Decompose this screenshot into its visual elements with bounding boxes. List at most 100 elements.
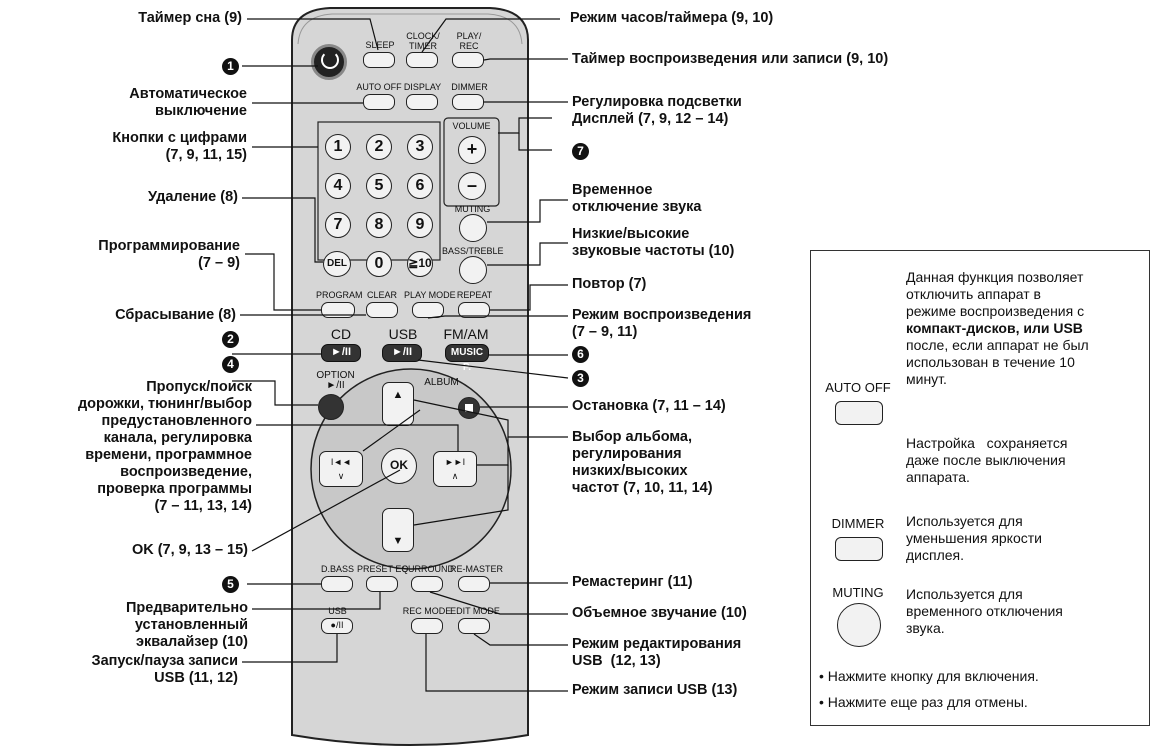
edit-mode-button[interactable] (458, 618, 490, 634)
digit-10plus-button[interactable]: ≧10 (407, 251, 433, 277)
program-label: PROGRAM (316, 290, 363, 300)
prev-skip-button[interactable]: I◄◄ ∨ (319, 451, 363, 487)
digit-1-button[interactable]: 1 (325, 134, 351, 160)
info-bullet-2: • Нажмите еще раз для отмены. (819, 694, 1028, 710)
label-album: Выбор альбома, регулирования низких/высо… (572, 429, 713, 496)
power-button[interactable] (311, 44, 347, 80)
bass-treble-label: BASS/TREBLE (442, 246, 504, 256)
stop-icon (465, 404, 473, 412)
label-auto-off: Автоматическое выключение (129, 86, 247, 119)
label-clock-timer: Режим часов/таймера (9, 10) (570, 10, 774, 26)
volume-down-button[interactable]: – (458, 172, 486, 200)
album-down-button[interactable]: ▼ (382, 508, 414, 552)
usb-label: USB (388, 326, 418, 342)
muting-label: MUTING (454, 204, 491, 214)
label-surround: Объемное звучание (10) (572, 605, 747, 621)
digit-5-button[interactable]: 5 (366, 173, 392, 199)
sleep-label: SLEEP (365, 40, 395, 50)
label-play-mode: Режим воспроизведения (7 – 9, 11) (572, 307, 752, 340)
power-icon (321, 51, 339, 69)
info-auto-off-button (835, 401, 883, 425)
surround-button[interactable] (411, 576, 443, 592)
rec-mode-button[interactable] (411, 618, 443, 634)
delete-button[interactable]: DEL (323, 251, 351, 277)
label-skip-search: Пропуск/поиск дорожки, тюнинг/выбор пред… (77, 379, 252, 514)
muting-button[interactable] (459, 214, 487, 242)
label-play-rec: Таймер воспроизведения или записи (9, 10… (572, 51, 889, 67)
digit-3-button[interactable]: 3 (407, 134, 433, 160)
play-rec-button[interactable] (452, 52, 484, 68)
play-mode-label: PLAY MODE (404, 290, 456, 300)
label-repeat: Повтор (7) (572, 276, 647, 292)
digit-4-button[interactable]: 4 (325, 173, 351, 199)
label-stop: Остановка (7, 11 – 14) (572, 398, 726, 414)
surround-label: SURROUND (402, 564, 455, 574)
digit-0-button[interactable]: 0 (366, 251, 392, 277)
preset-eq-button[interactable] (366, 576, 398, 592)
info-muting-text: Используется для временного отключения з… (906, 586, 1063, 636)
label-usb-rec: Запуск/пауза записи USB (11, 12) (91, 653, 239, 686)
clear-button[interactable] (366, 302, 398, 318)
cd-label: CD (330, 326, 352, 342)
clear-label: CLEAR (366, 290, 397, 300)
cd-play-button[interactable]: ►/II (321, 344, 361, 362)
digit-9-button[interactable]: 9 (407, 212, 433, 238)
info-auto-off-text-1: Данная функция позволяет отключить аппар… (906, 269, 1085, 319)
dbass-button[interactable] (321, 576, 353, 592)
label-rec-mode: Режим записи USB (13) (572, 682, 738, 698)
digit-6-button[interactable]: 6 (407, 173, 433, 199)
edit-mode-label: EDIT MODE (450, 606, 500, 616)
callout-5: 5 (222, 576, 239, 593)
auto-off-label: AUTO OFF (356, 82, 402, 92)
info-dimmer-text: Используется для уменьшения яркости дисп… (906, 513, 1042, 563)
bass-treble-button[interactable] (459, 256, 487, 284)
music-p-button[interactable]: MUSIC P. (445, 344, 489, 373)
volume-label: VOLUME (452, 121, 491, 131)
album-label: ALBUM (424, 377, 459, 388)
label-program: Программирование (7 – 9) (98, 238, 240, 271)
callout-7: 7 (572, 143, 589, 160)
clock-timer-button[interactable] (406, 52, 438, 68)
sleep-button[interactable] (363, 52, 395, 68)
dbass-label: D.BASS (320, 564, 354, 574)
callout-3: 3 (572, 370, 589, 387)
label-ok: OK (7, 9, 13 – 15) (131, 542, 248, 558)
label-clear: Сбрасывание (8) (115, 307, 236, 323)
repeat-button[interactable] (458, 302, 490, 318)
next-skip-button[interactable]: ►►I ∧ (433, 451, 477, 487)
volume-up-button[interactable]: + (458, 136, 486, 164)
digit-7-button[interactable]: 7 (325, 212, 351, 238)
info-auto-off-bold: компакт-дисков, или USB (906, 320, 1083, 336)
ok-button[interactable]: OK (381, 448, 417, 484)
info-muting-button (837, 603, 881, 647)
callout-4: 4 (222, 356, 239, 373)
callout-6: 6 (572, 346, 589, 363)
option-button[interactable] (318, 394, 344, 420)
repeat-label: REPEAT (456, 290, 493, 300)
program-button[interactable] (321, 302, 355, 318)
usb-rec-label: USB (328, 606, 347, 616)
label-edit-mode: Режим редактирования USB (12, 13) (572, 636, 742, 669)
callout-2: 2 (222, 331, 239, 348)
label-sleep-timer: Таймер сна (9) (138, 10, 242, 26)
usb-rec-button[interactable]: ●/II (321, 618, 353, 634)
info-muting-caption: MUTING (832, 585, 884, 600)
info-box: AUTO OFF Данная функция позволяет отключ… (810, 250, 1150, 726)
dimmer-button[interactable] (452, 94, 484, 110)
digit-8-button[interactable]: 8 (366, 212, 392, 238)
digit-2-button[interactable]: 2 (366, 134, 392, 160)
auto-off-button[interactable] (363, 94, 395, 110)
usb-play-button[interactable]: ►/II (382, 344, 422, 362)
label-bass-treble: Низкие/высокие звуковые частоты (10) (572, 226, 735, 259)
remaster-button[interactable] (458, 576, 490, 592)
info-auto-off-caption: AUTO OFF (825, 380, 891, 395)
preset-eq-label: PRESET EQ (357, 564, 409, 574)
rec-mode-label: REC MODE (402, 606, 452, 616)
info-auto-off-text-2: после, если аппарат не был использован в… (906, 337, 1089, 387)
label-delete: Удаление (8) (148, 189, 238, 205)
remaster-label: RE-MASTER (450, 564, 504, 574)
display-button[interactable] (406, 94, 438, 110)
dimmer-label: DIMMER (451, 82, 488, 92)
